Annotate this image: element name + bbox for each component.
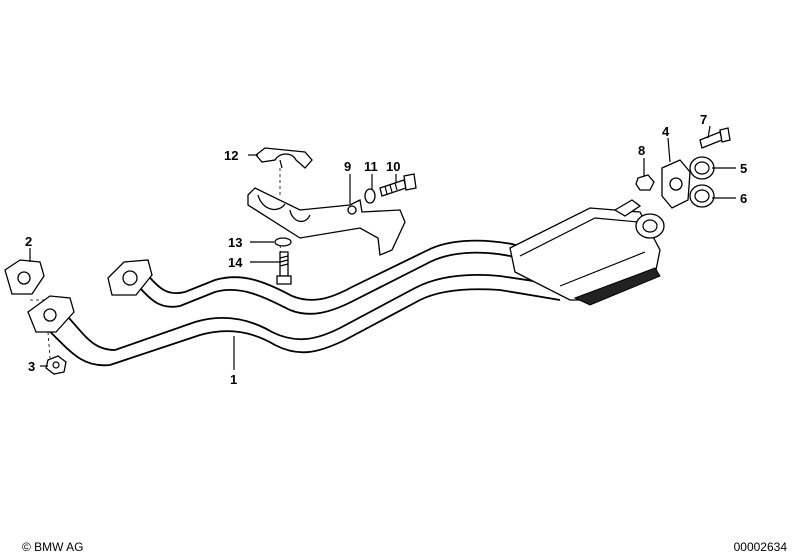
pipe-clamp[interactable] — [255, 147, 313, 169]
bolt-10[interactable] — [379, 173, 417, 197]
callout-10[interactable]: 10 — [386, 159, 400, 174]
callout-8[interactable]: 8 — [638, 143, 645, 158]
callout-11[interactable]: 11 — [364, 159, 378, 174]
callout-2[interactable]: 2 — [25, 234, 32, 249]
callout-12[interactable]: 12 — [224, 148, 238, 163]
callout-labels: 1 2 3 4 5 6 7 8 9 10 11 12 13 14 — [25, 112, 747, 387]
front-pipe[interactable] — [27, 239, 561, 367]
callout-4[interactable]: 4 — [662, 124, 670, 139]
bolt-14[interactable] — [276, 251, 292, 285]
callout-13[interactable]: 13 — [228, 235, 242, 250]
callout-1[interactable]: 1 — [230, 372, 237, 387]
catalytic-converter[interactable] — [509, 199, 665, 306]
copyright-text: © BMW AG — [22, 540, 84, 554]
sealing-ring-5[interactable] — [689, 156, 715, 180]
callout-7[interactable]: 7 — [700, 112, 707, 127]
gasket-2[interactable] — [4, 259, 45, 295]
callout-14[interactable]: 14 — [228, 255, 243, 270]
mounting-bracket[interactable] — [247, 187, 406, 256]
washer[interactable] — [274, 237, 292, 247]
callout-6[interactable]: 6 — [740, 191, 747, 206]
nut-8[interactable] — [635, 174, 655, 191]
bolt-7[interactable] — [699, 127, 731, 149]
nut-3[interactable] — [45, 355, 67, 375]
leader-lines — [29, 125, 736, 370]
sealing-ring-6[interactable] — [689, 184, 715, 208]
callout-5[interactable]: 5 — [740, 161, 747, 176]
washer-11[interactable] — [364, 188, 376, 204]
diagram-number: 00002634 — [733, 540, 787, 554]
callout-3[interactable]: 3 — [28, 359, 35, 374]
flange-4[interactable] — [661, 159, 691, 209]
callout-9[interactable]: 9 — [344, 159, 351, 174]
